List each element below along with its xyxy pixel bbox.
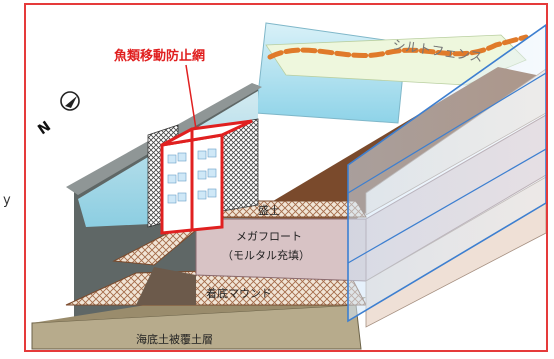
harbor-cross-section-diagram: N シルトフェンス 魚類移動防止網 盛土 メガフロート （モルタル充填） 着底マ… (31, 22, 546, 350)
north-label: N (35, 118, 54, 138)
megafloat-label-line2: （モルタル充填） (222, 248, 310, 262)
fish-net-frame-top (161, 119, 253, 147)
fish-net-leader (185, 64, 197, 130)
side-mark: y (3, 193, 11, 208)
fish-net-windows (167, 148, 217, 204)
diagram-frame: N シルトフェンス 魚類移動防止網 盛土 メガフロート （モルタル充填） 着底マ… (24, 3, 548, 352)
backfill-label: 盛土 (258, 203, 280, 217)
silt-fence-float-line (267, 34, 529, 60)
rubble-mound-label: 着底マウンド (206, 286, 272, 300)
seabed-cover-label: 海底土被覆土層 (136, 332, 213, 346)
fish-net-label: 魚類移動防止網 (114, 48, 205, 64)
megafloat-label-line1: メガフロート (236, 230, 302, 243)
silt-fence-sheet (347, 24, 546, 323)
north-arrow: N (35, 91, 80, 138)
mound-shadow (136, 267, 196, 305)
